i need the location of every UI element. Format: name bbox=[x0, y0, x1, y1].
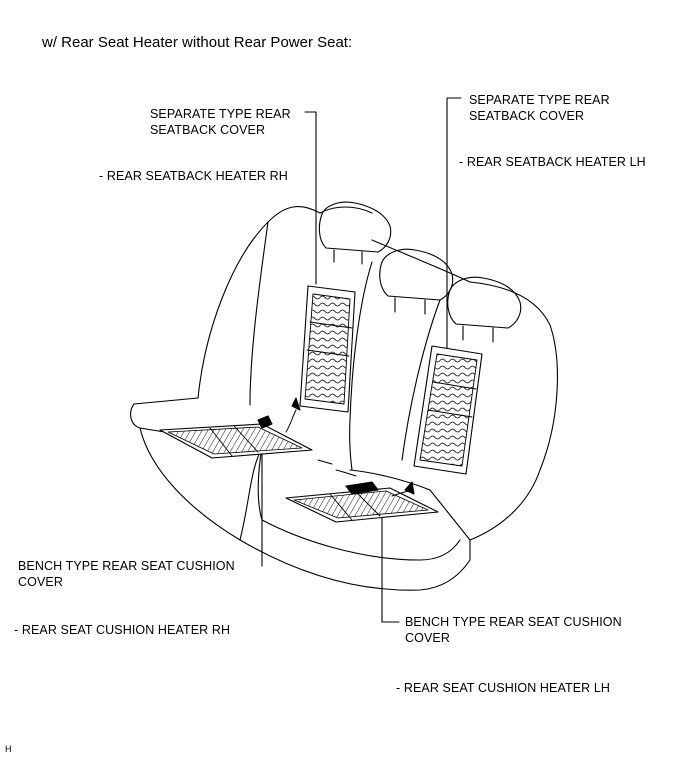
seatback-right-inner-edge bbox=[401, 299, 441, 461]
label-cushion-cover-lh-line1: BENCH TYPE REAR SEAT CUSHION bbox=[405, 615, 622, 629]
leader-seatback-cover-rh bbox=[304, 111, 317, 285]
seatback-center-edge bbox=[349, 261, 373, 471]
label-seatback-cover-lh-line2: SEATBACK COVER bbox=[469, 109, 585, 123]
seatback-heater-rh bbox=[291, 285, 356, 413]
headrest-rh bbox=[318, 201, 392, 265]
label-cushion-heater-rh: - REAR SEAT CUSHION HEATER RH bbox=[14, 623, 231, 637]
headrest-center bbox=[379, 248, 454, 315]
label-cushion-cover-lh-line2: COVER bbox=[405, 631, 450, 645]
page-title: w/ Rear Seat Heater without Rear Power S… bbox=[42, 34, 353, 51]
leader-seatback-cover-lh bbox=[446, 97, 462, 361]
label-seatback-cover-rh-line1: SEPARATE TYPE REAR bbox=[150, 107, 291, 121]
seatback-heater-lh bbox=[404, 345, 483, 495]
leader-cushion-cover-lh bbox=[381, 509, 400, 623]
cushion-heater-lh bbox=[285, 481, 439, 523]
label-seatback-cover-lh-line1: SEPARATE TYPE REAR bbox=[469, 93, 610, 107]
cushion-heater-rh bbox=[159, 415, 313, 459]
label-seatback-heater-lh: - REAR SEATBACK HEATER LH bbox=[459, 155, 646, 169]
label-seatback-cover-rh-line2: SEATBACK COVER bbox=[150, 123, 266, 137]
seat-cushion bbox=[130, 403, 471, 591]
label-cushion-cover-rh-line2: COVER bbox=[18, 575, 63, 589]
label-cushion-heater-lh: - REAR SEAT CUSHION HEATER LH bbox=[396, 681, 611, 695]
figure-code: H bbox=[5, 744, 12, 754]
seatback-shell bbox=[133, 205, 558, 541]
label-cushion-cover-rh-line1: BENCH TYPE REAR SEAT CUSHION bbox=[18, 559, 235, 573]
headrest-lh bbox=[447, 276, 522, 343]
label-seatback-heater-rh: - REAR SEATBACK HEATER RH bbox=[99, 169, 288, 183]
